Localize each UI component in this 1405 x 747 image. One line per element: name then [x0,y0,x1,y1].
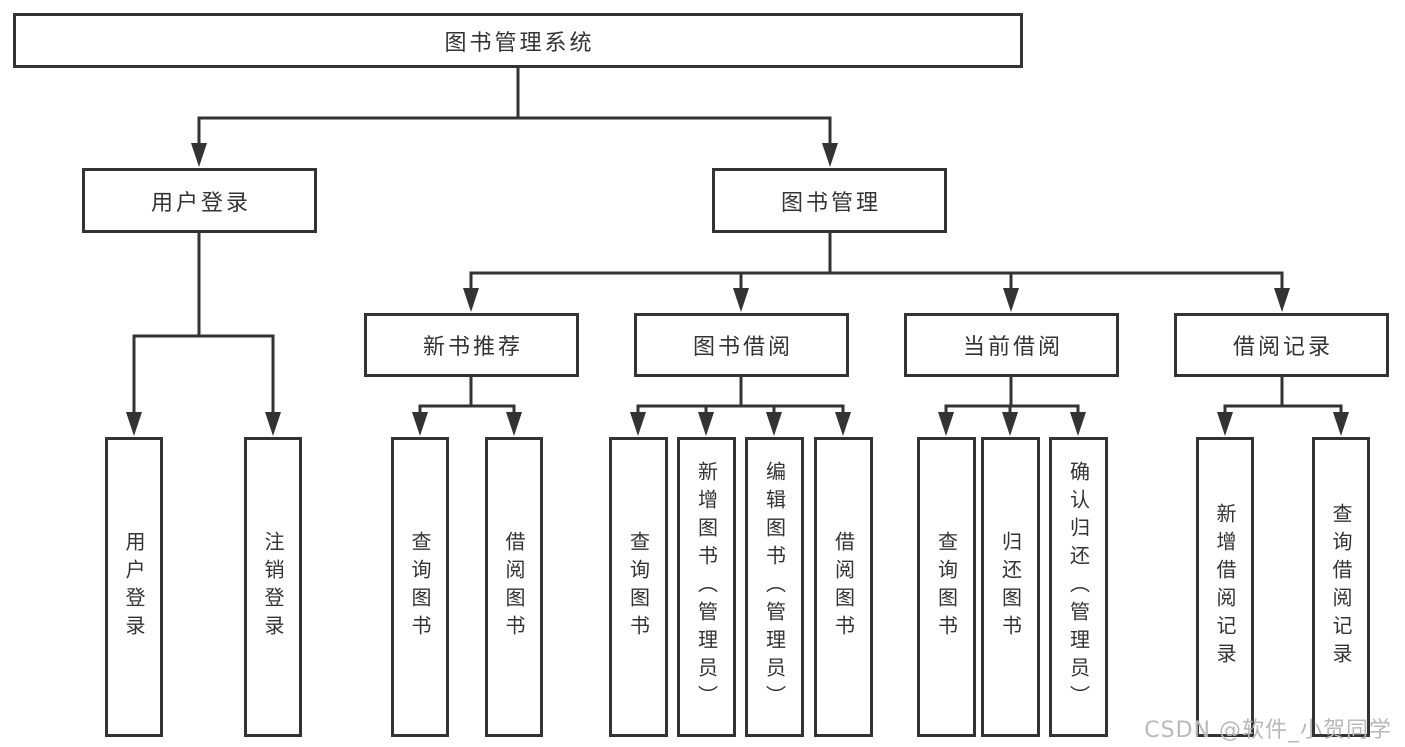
leaf-recommend-query-books: 查询图书 [391,437,449,737]
leaf-edit-book-admin: 编辑图书（管理员） [745,437,804,737]
leaf-borrow-books: 借阅图书 [814,437,873,737]
leaf-recommend-borrow-books: 借阅图书 [485,437,543,737]
leaf-user-login-label: 用户登录 [122,531,146,643]
leaf-confirm-return-admin: 确认归还（管理员） [1049,437,1108,737]
leaf-user-login: 用户登录 [105,437,163,737]
node-book-management-label: 图书管理 [780,190,881,216]
leaf-borrowing-query-books: 查询图书 [609,437,668,737]
node-current-borrowing: 当前借阅 [904,313,1119,377]
leaf-return-book-label: 归还图书 [998,531,1023,643]
leaf-recommend-query-books-label: 查询图书 [408,531,432,643]
node-root: 图书管理系统 [13,13,1023,68]
leaf-confirm-return-admin-label: 确认归还（管理员） [1066,461,1091,713]
node-book-borrowing: 图书借阅 [634,313,849,377]
node-user-login-label: 用户登录 [150,190,251,216]
leaf-return-book: 归还图书 [981,437,1040,737]
leaf-borrowing-query-books-label: 查询图书 [626,531,651,643]
node-book-borrowing-label: 图书借阅 [692,335,793,360]
leaf-query-borrow-record: 查询借阅记录 [1312,437,1370,737]
leaf-query-borrow-record-label: 查询借阅记录 [1329,503,1353,671]
node-new-book-recommend-label: 新书推荐 [422,335,523,360]
leaf-current-query-books: 查询图书 [917,437,976,737]
leaf-add-book-admin: 新增图书（管理员） [677,437,736,737]
leaf-logout-label: 注销登录 [261,531,285,643]
node-new-book-recommend: 新书推荐 [364,313,579,377]
leaf-edit-book-admin-label: 编辑图书（管理员） [762,461,787,713]
node-root-label: 图书管理系统 [444,30,595,56]
leaf-add-borrow-record-label: 新增借阅记录 [1213,503,1237,671]
leaf-add-borrow-record: 新增借阅记录 [1196,437,1254,737]
node-user-login: 用户登录 [82,168,317,233]
leaf-logout: 注销登录 [244,437,302,737]
leaf-borrow-books-label: 借阅图书 [831,531,856,643]
node-book-management: 图书管理 [712,168,947,233]
node-current-borrowing-label: 当前借阅 [962,335,1063,360]
csdn-watermark: CSDN @软件_小贺同学 [1144,718,1392,743]
leaf-add-book-admin-label: 新增图书（管理员） [694,461,719,713]
leaf-current-query-books-label: 查询图书 [934,531,959,643]
node-borrowing-records-label: 借阅记录 [1232,335,1333,360]
node-borrowing-records: 借阅记录 [1174,313,1389,377]
leaf-recommend-borrow-books-label: 借阅图书 [502,531,526,643]
